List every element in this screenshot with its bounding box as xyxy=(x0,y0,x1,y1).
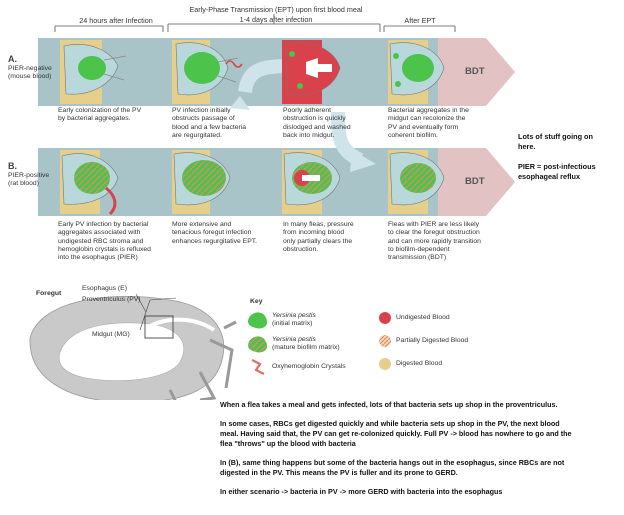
key-item-crystals: Oxyhemoglobin Crystals xyxy=(272,363,346,370)
proventriculus-label: Proventriculus (PV) xyxy=(82,296,141,303)
row-b-terminal: BDT xyxy=(465,176,485,187)
caption-line: from incoming blood xyxy=(283,229,345,237)
caption-line: dislodged and washed xyxy=(283,123,351,131)
explanation-line: In (B), same thing happens but some of t… xyxy=(220,458,565,467)
foregut-label: Foregut xyxy=(36,290,62,297)
key-species: Yersinia pestis xyxy=(272,336,316,343)
caption-line: Early PV infection by bacterial xyxy=(58,221,149,228)
midgut-label: Midgut (MG) xyxy=(92,331,130,338)
key-item-digested: Digested Blood xyxy=(396,360,443,367)
caption-a3: Poorly adherent obstruction is quickly d… xyxy=(283,107,383,140)
caption-line: hemoglobin crystals is refluxed xyxy=(58,245,151,253)
caption-line: to clear the foregut obstruction xyxy=(388,229,480,237)
caption-line: by bacterial aggregates. xyxy=(58,115,131,123)
caption-line: obstructs passage of xyxy=(172,115,235,123)
row-b-line2: (rat blood) xyxy=(8,180,39,188)
key-item-partially-digested: Partially Digested Blood xyxy=(396,337,469,344)
explanation-text: When a flea takes a meal and gets infect… xyxy=(220,400,620,497)
caption-line: transmission (BDT) xyxy=(388,254,447,262)
caption-line: undigested RBC stroma and xyxy=(58,237,144,245)
esophagus-label: Esophagus (E) xyxy=(82,285,127,292)
row-a-line2: (mouse blood) xyxy=(8,73,52,81)
caption-line: only partially clears the xyxy=(283,237,353,245)
transmission-diagram xyxy=(29,38,515,400)
explanation-line: flea "throws" up the blood with bacteria xyxy=(220,439,356,448)
key-item-initial-matrix: Yersinia pestis (initial matrix) xyxy=(272,312,316,328)
caption-b3: In many fleas, pressure from incoming bl… xyxy=(283,221,383,254)
side-note-line: Lots of stuff going on xyxy=(518,132,593,141)
caption-b1: Early PV infection by bacterial aggregat… xyxy=(58,221,170,262)
key-swatches xyxy=(248,312,391,375)
header-col3: After EPT xyxy=(404,16,436,25)
side-note-line: PIER = post-infectious xyxy=(518,162,596,171)
caption-a1: Early colonization of the PV by bacteria… xyxy=(58,107,170,124)
panel-b3 xyxy=(282,150,341,214)
row-b-label: B. PIER-positive (rat blood) xyxy=(8,162,49,189)
row-b-letter: B. xyxy=(8,161,17,171)
row-a-letter: A. xyxy=(8,54,17,64)
caption-b2: More extensive and tenacious foregut inf… xyxy=(172,221,282,246)
caption-line: and can more rapidly transition xyxy=(388,237,481,245)
side-note: Lots of stuff going on here. PIER = post… xyxy=(518,132,596,182)
key-item-undigested: Undigested Blood xyxy=(396,314,450,321)
panel-a1 xyxy=(60,40,127,104)
header-brackets xyxy=(54,14,456,32)
caption-line: Fleas with PIER are less likely xyxy=(388,221,480,228)
panel-a2 xyxy=(172,40,243,104)
caption-a4: Bacterial aggregates in the midgut can r… xyxy=(388,107,508,140)
caption-line: obstruction is quickly xyxy=(283,115,346,123)
panel-a3 xyxy=(282,40,341,104)
explanation-line: digested in the PV. This means the PV is… xyxy=(220,468,458,477)
caption-line: into the esophagus (PIER) xyxy=(58,254,138,262)
caption-line: aggregates associated with xyxy=(58,229,141,237)
panel-a4 xyxy=(388,40,445,104)
caption-line: enhances regurgitative EPT. xyxy=(172,237,258,245)
caption-b4: Fleas with PIER are less likely to clear… xyxy=(388,221,514,262)
caption-line: are regurgitated. xyxy=(172,131,222,139)
caption-line: midgut can recolonize the xyxy=(388,115,466,123)
caption-line: PV infection initially xyxy=(172,107,231,114)
caption-line: obstruction. xyxy=(283,245,319,253)
key-title: Key xyxy=(250,298,263,305)
side-note-line: esophageal reflux xyxy=(518,172,581,181)
key-detail: (mature biofilm matrix) xyxy=(272,344,340,351)
caption-line: PV and eventually form xyxy=(388,123,459,131)
explanation-line: In either scenario -> bacteria in PV -> … xyxy=(220,487,503,496)
row-a-terminal: BDT xyxy=(465,66,485,77)
caption-line: to biofilm-dependent xyxy=(388,245,450,253)
explanation-line: When a flea takes a meal and gets infect… xyxy=(220,400,558,409)
caption-line: blood and a few bacteria xyxy=(172,123,247,131)
caption-line: Bacterial aggregates in the xyxy=(388,107,469,114)
caption-a2: PV infection initially obstructs passage… xyxy=(172,107,282,140)
caption-line: Poorly adherent xyxy=(283,107,331,114)
caption-line: Early colonization of the PV xyxy=(58,107,142,114)
explanation-line: In some cases, RBCs get digested quickly… xyxy=(220,419,560,428)
header-col1: 24 hours after Infection xyxy=(79,16,153,25)
panel-b1 xyxy=(60,150,119,216)
panel-b4 xyxy=(388,150,445,214)
side-note-line: here. xyxy=(518,142,536,151)
caption-line: back into midgut. xyxy=(283,131,335,139)
key-detail: (initial matrix) xyxy=(272,320,313,327)
key-item-mature-matrix: Yersinia pestis (mature biofilm matrix) xyxy=(272,336,340,352)
row-a-label: A. PIER-negative (mouse blood) xyxy=(8,55,52,82)
row-a-line1: PIER-negative xyxy=(8,65,52,73)
panel-b2 xyxy=(172,150,231,214)
header-col2-line2: 1-4 days after infection xyxy=(239,15,313,24)
flea-illustration xyxy=(29,293,237,400)
explanation-line: meal. Having said that, the PV can get r… xyxy=(220,429,572,438)
header-col2-line1: Early-Phase Transmission (EPT) upon firs… xyxy=(189,5,363,14)
key-species: Yersinia pestis xyxy=(272,312,316,319)
caption-line: coherent biofilm. xyxy=(388,131,438,139)
caption-line: tenacious foregut infection xyxy=(172,229,252,237)
caption-line: In many fleas, pressure xyxy=(283,221,354,228)
caption-line: More extensive and xyxy=(172,221,232,228)
row-b-line1: PIER-positive xyxy=(8,172,50,180)
